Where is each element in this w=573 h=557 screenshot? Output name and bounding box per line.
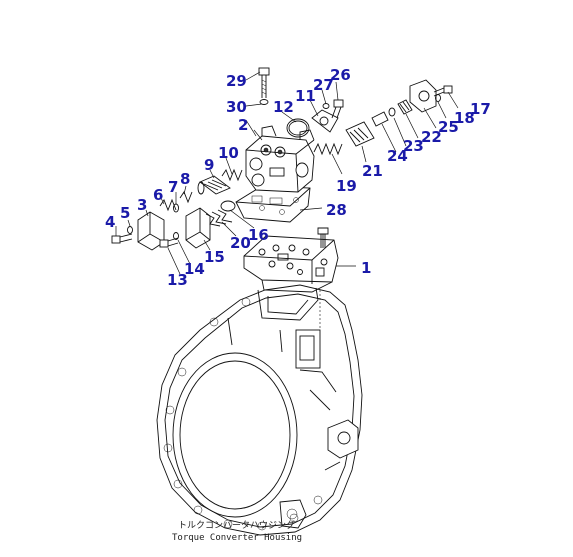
label-20: 20 (230, 234, 251, 252)
separator-plate-part-28 (235, 185, 323, 223)
label-18: 18 (454, 109, 475, 127)
label-7: 7 (168, 178, 178, 196)
cover-part-3 (137, 211, 165, 251)
bolt-part-26 (331, 99, 344, 119)
label-24: 24 (387, 147, 408, 165)
label-6: 6 (153, 186, 163, 204)
label-15: 15 (204, 248, 225, 266)
caption-english: Torque Converter Housing (172, 533, 302, 543)
label-13: 13 (167, 271, 188, 289)
label-27: 27 (313, 76, 334, 94)
housing-caption: トルクコンバータハウジング Torque Converter Housing (172, 519, 302, 543)
label-9: 9 (204, 156, 214, 174)
spring-part-10 (221, 168, 243, 182)
label-4: 4 (105, 213, 115, 231)
label-29: 29 (226, 72, 247, 90)
label-14: 14 (184, 260, 205, 278)
washer-part-5 (127, 226, 133, 234)
springs-part-20 (205, 209, 233, 227)
cover-part-15 (185, 207, 211, 249)
label-25: 25 (438, 118, 459, 136)
label-11: 11 (295, 87, 316, 105)
bolt-valve-body (317, 227, 329, 248)
label-1: 1 (361, 259, 371, 277)
washer-part-14 (173, 232, 179, 240)
bolt-part-13 (159, 237, 179, 248)
label-12: 12 (273, 98, 294, 116)
label-17: 17 (470, 100, 491, 118)
washer-part-27 (322, 103, 330, 109)
valve-body-part-1 (243, 235, 356, 293)
label-5: 5 (120, 204, 130, 222)
o-ring-part-16 (220, 200, 236, 212)
spring-part-19 (313, 142, 343, 156)
label-23: 23 (403, 137, 424, 155)
label-19: 19 (336, 177, 357, 195)
label-22: 22 (421, 128, 442, 146)
spring-part-8 (179, 191, 193, 204)
torque-converter-housing (156, 284, 363, 536)
bolt-part-4 (111, 233, 133, 244)
label-10: 10 (218, 144, 239, 162)
spool-part-21 (345, 121, 375, 147)
washer-part-30 (259, 99, 269, 105)
plug-part-22 (397, 99, 413, 115)
spool-part-9 (197, 175, 231, 195)
label-16: 16 (248, 226, 269, 244)
bolt-part-17 (433, 85, 453, 97)
cover-plate-part-11 (311, 109, 339, 133)
o-ring-part-12 (286, 118, 310, 138)
label-30: 30 (226, 98, 247, 116)
valve-housing-part-2 (245, 125, 315, 193)
label-8: 8 (180, 170, 190, 188)
label-28: 28 (326, 201, 347, 219)
caption-japanese: トルクコンバータハウジング (178, 519, 295, 531)
leader-lines (115, 71, 459, 275)
label-21: 21 (362, 162, 383, 180)
part-labels: 29 26 27 11 30 12 2 17 18 25 22 23 24 10… (105, 66, 491, 289)
label-26: 26 (330, 66, 351, 84)
label-3: 3 (137, 196, 147, 214)
label-2: 2 (238, 116, 248, 134)
shim-part-23 (388, 107, 396, 117)
bolt-part-29 (258, 67, 270, 98)
cover-part-25 (409, 79, 437, 113)
plug-part-24 (371, 111, 389, 127)
